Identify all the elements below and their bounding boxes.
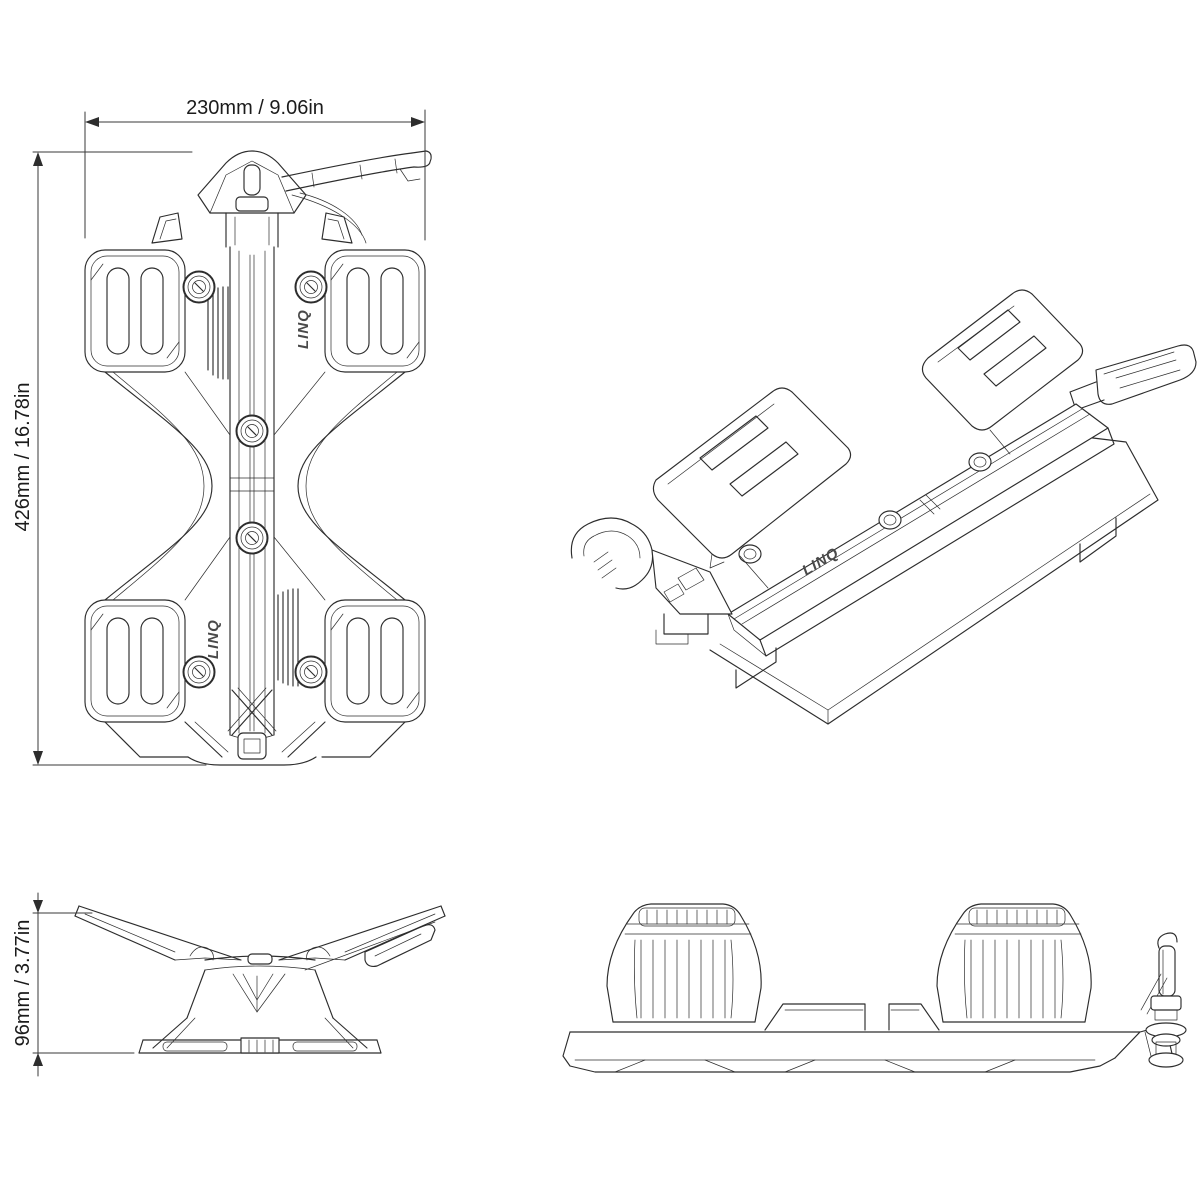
brand-logo: LINQ xyxy=(205,619,222,659)
iso-rail: LINQ xyxy=(727,403,1115,657)
iso-right-wing xyxy=(921,289,1084,455)
dimension-width: 230mm / 9.06in xyxy=(84,97,426,241)
top-view-body-waist xyxy=(104,371,406,601)
dimension-height: 96mm / 3.77in xyxy=(12,892,135,1077)
front-view xyxy=(55,900,465,1085)
front-base xyxy=(138,1017,382,1054)
iso-screws xyxy=(738,452,992,564)
length-dimension-label: 426mm / 16.78in xyxy=(12,383,34,532)
iso-base-plate xyxy=(709,433,1159,725)
side-middle-tray xyxy=(764,1003,940,1031)
side-latch-lever xyxy=(1114,932,1187,1068)
iso-latch-lever xyxy=(570,517,733,645)
front-center-body xyxy=(186,953,334,1019)
dimension-length: 426mm / 16.78in xyxy=(12,151,207,766)
top-view-drawing: LINQ LINQ xyxy=(84,150,432,766)
top-view-tail xyxy=(104,687,406,766)
arrow-up-icon xyxy=(33,152,43,166)
front-left-wing xyxy=(74,905,242,961)
front-view-drawing xyxy=(74,905,446,1054)
side-left-pad xyxy=(606,903,762,1023)
arrow-left-icon xyxy=(85,117,99,127)
arrow-down-icon xyxy=(33,900,43,913)
side-view-drawing xyxy=(562,903,1187,1073)
isometric-view: LINQ xyxy=(560,262,1200,752)
isometric-view-drawing: LINQ xyxy=(570,289,1197,725)
height-dimension-label: 96mm / 3.77in xyxy=(12,920,34,1047)
top-view-lever xyxy=(281,150,432,244)
arrow-up-icon xyxy=(33,1053,43,1066)
brand-logo: LINQ xyxy=(295,309,312,349)
side-right-pad xyxy=(936,903,1092,1023)
top-view-vent-ribs xyxy=(207,286,299,687)
width-dimension-label: 230mm / 9.06in xyxy=(186,97,324,119)
top-view-spine xyxy=(229,246,275,740)
arrow-down-icon xyxy=(33,751,43,765)
front-right-wing xyxy=(278,905,446,971)
top-view-hooks xyxy=(151,212,353,244)
iso-right-paddle xyxy=(1069,344,1197,411)
top-view: LINQ LINQ xyxy=(60,135,450,780)
iso-left-wing xyxy=(652,387,852,589)
arrow-right-icon xyxy=(411,117,425,127)
side-view xyxy=(555,890,1200,1100)
top-view-clamp-head xyxy=(197,150,307,248)
side-base-rail xyxy=(562,1031,1141,1073)
